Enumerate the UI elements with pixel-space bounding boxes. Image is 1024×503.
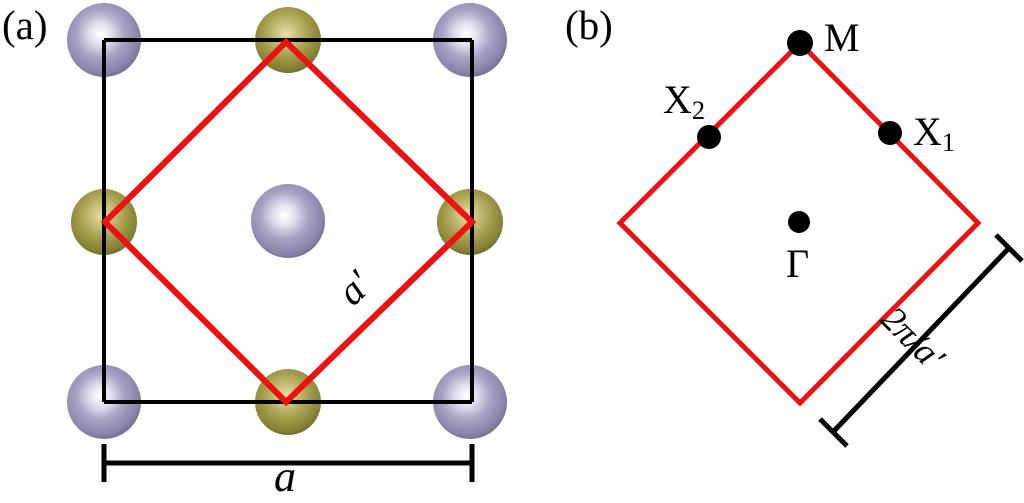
- scale-bar-reciprocal: [818, 233, 1024, 448]
- bz-label-x2-subscript: 2: [691, 94, 706, 125]
- bz-point-x1: [878, 121, 902, 145]
- bz-label-x1: X1: [913, 112, 955, 155]
- bz-point-x2: [697, 125, 721, 149]
- panel-a-group: [67, 3, 507, 482]
- panel-a-label: (a): [2, 2, 48, 48]
- bz-label-m: M: [824, 15, 860, 60]
- bz-label-gamma: Γ: [786, 241, 810, 286]
- bz-point-m: [787, 30, 813, 56]
- atom-purple-center: [251, 184, 325, 258]
- primitive-cell-diamond-overlay: [100, 37, 477, 407]
- scale-bar-a: [101, 444, 475, 482]
- bz-label-x1-subscript: 1: [941, 126, 956, 157]
- panel-b-label: (b): [565, 2, 613, 48]
- panel-b-group: [616, 30, 1024, 448]
- lattice-constant-label: a: [274, 452, 296, 501]
- bz-label-x2: X2: [663, 80, 705, 123]
- bz-label-x2-base: X: [663, 77, 692, 122]
- bz-point-gamma: [788, 211, 810, 233]
- bz-label-x1-base: X: [913, 109, 942, 154]
- brillouin-zone-boundary: [616, 39, 982, 407]
